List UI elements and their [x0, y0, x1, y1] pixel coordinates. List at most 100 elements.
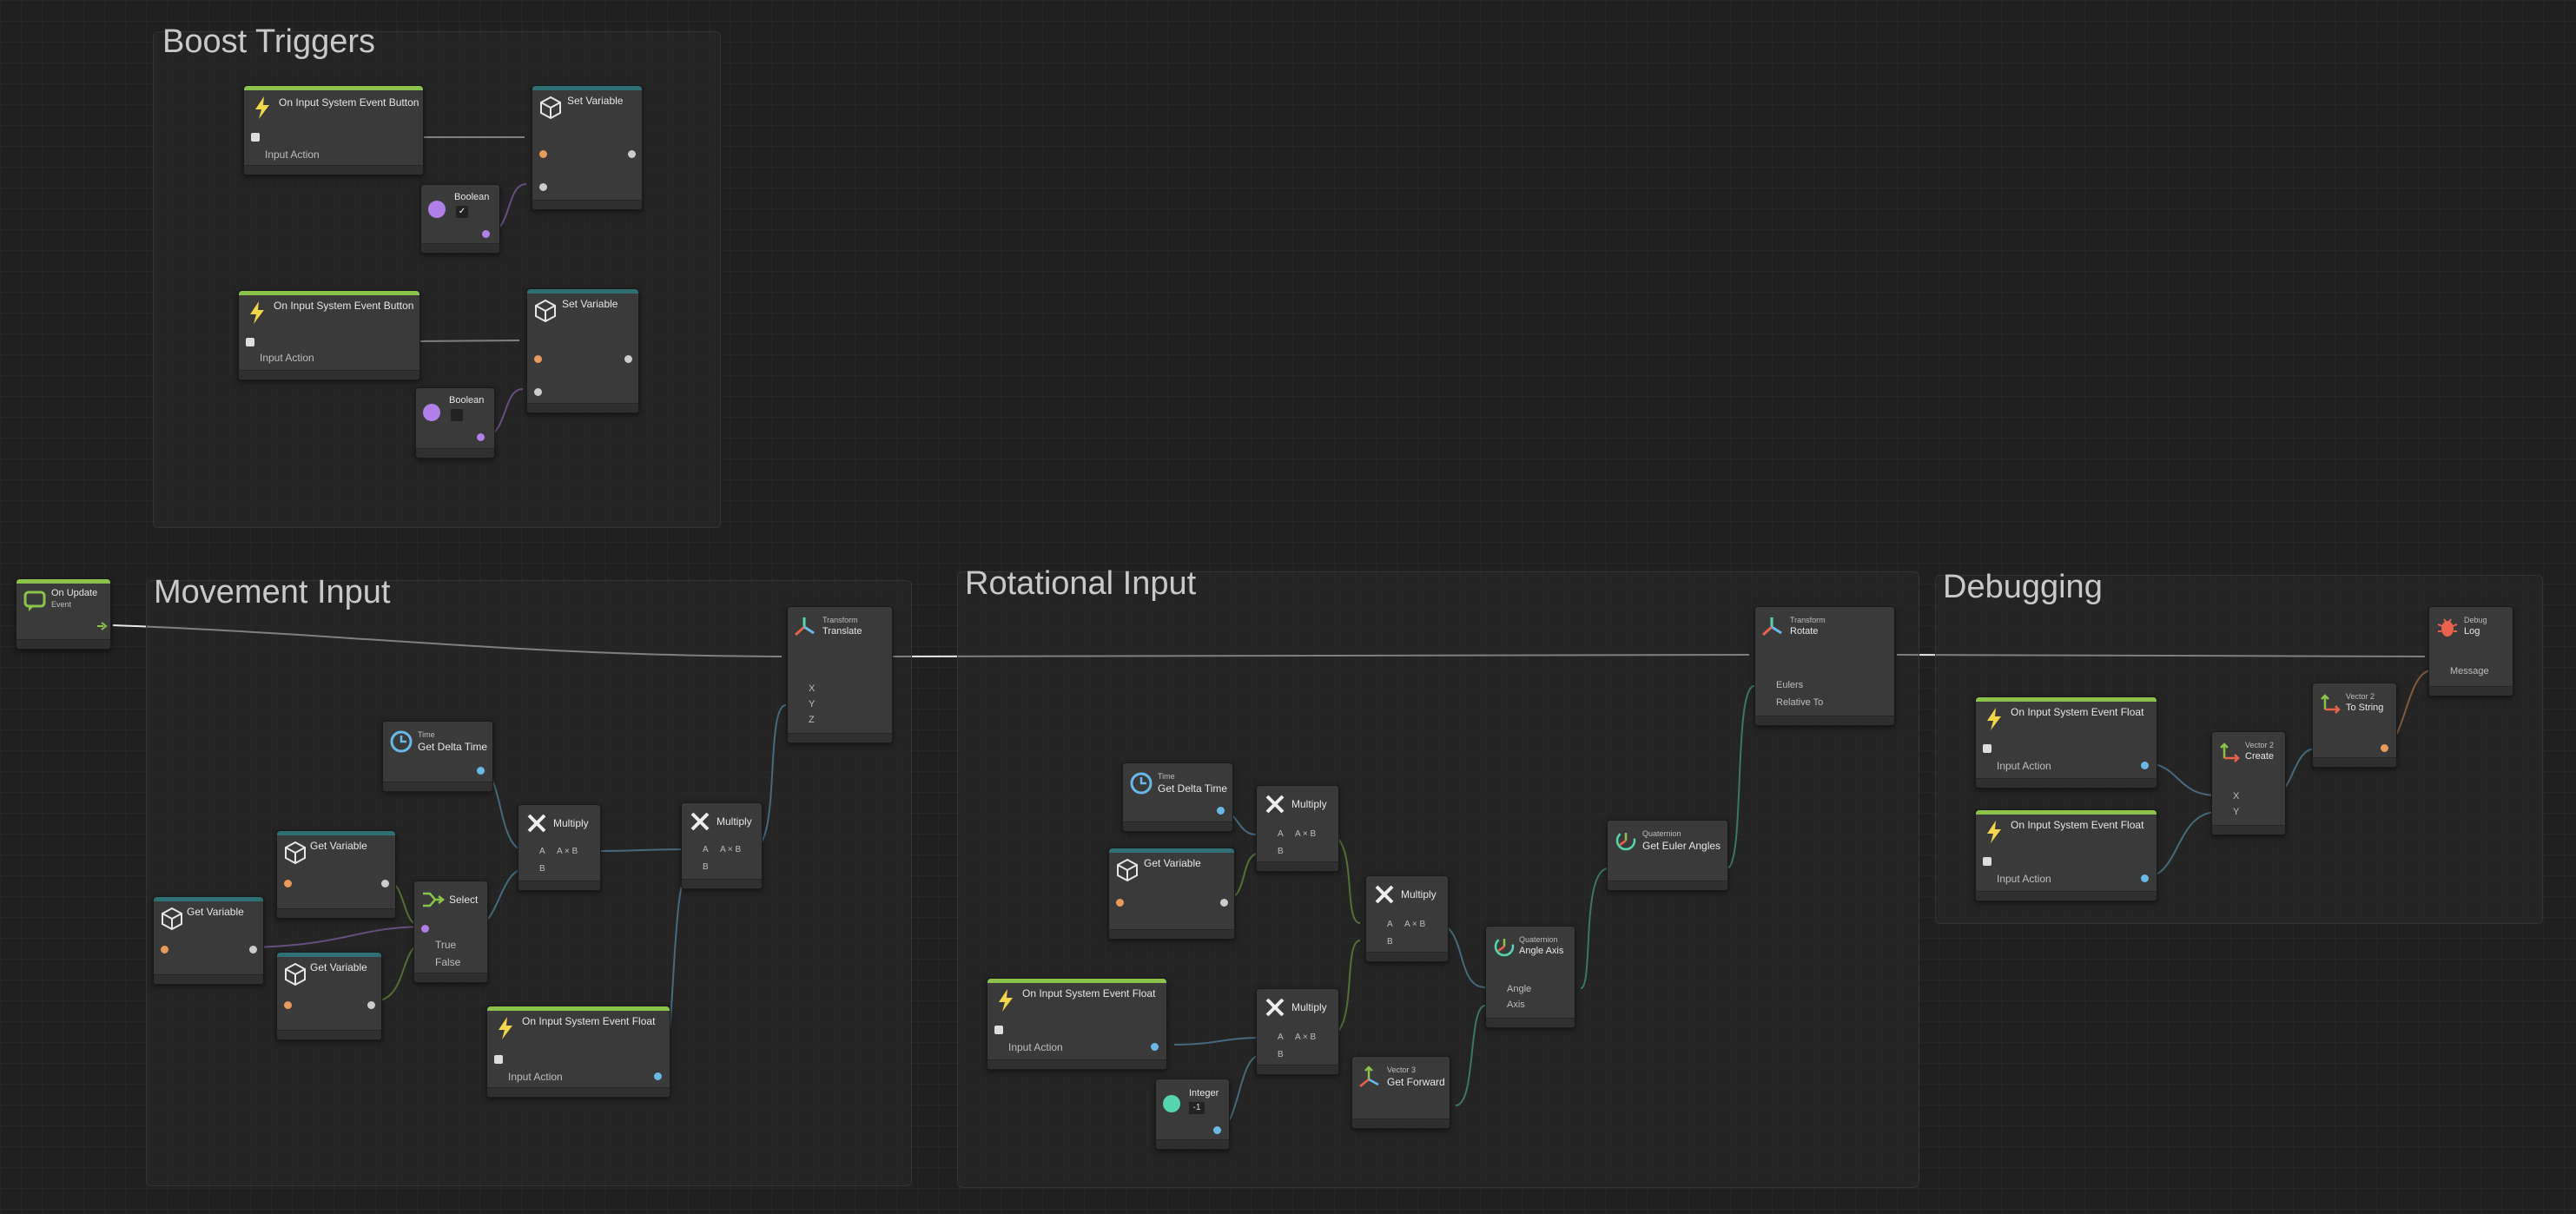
value-out-port[interactable] [249, 946, 257, 953]
info-icon [994, 1026, 1003, 1034]
info-icon [494, 1055, 503, 1064]
multiply-icon [1265, 998, 1285, 1017]
lightning-icon [1987, 708, 2001, 730]
integer-literal-node[interactable]: Integer -1 [1155, 1079, 1230, 1150]
string-out-port[interactable] [2381, 744, 2388, 752]
node-subtitle: Quaternion [1642, 829, 1681, 838]
get-delta-time-node[interactable]: Time Get Delta Time [1122, 762, 1233, 832]
port-label: Message [2450, 666, 2489, 676]
group-title: Rotational Input [965, 565, 1197, 602]
multiply-node[interactable]: Multiply A A × B B [518, 804, 601, 891]
input-event-button-node[interactable]: On Input System Event Button Input Actio… [238, 290, 420, 380]
value-out-port[interactable] [367, 1001, 375, 1009]
multiply-node[interactable]: Multiply A A × B B [1256, 988, 1339, 1075]
vector2-to-string-node[interactable]: Vector 2 To String [2312, 683, 2397, 768]
multiply-node[interactable]: Multiply A A × B B [1256, 785, 1339, 872]
bool-out-port[interactable] [482, 230, 490, 238]
group-title: Debugging [1943, 569, 2103, 605]
node-title: On Input System Event Float [522, 1015, 656, 1027]
quaternion-angle-axis-node[interactable]: Quaternion Angle Axis Angle Axis [1485, 926, 1575, 1028]
float-out-port[interactable] [2141, 762, 2149, 769]
vector3-get-forward-node[interactable]: Vector 3 Get Forward [1351, 1056, 1450, 1129]
multiply-node[interactable]: Multiply A A × B B [681, 802, 763, 889]
float-out-port[interactable] [654, 1072, 662, 1080]
value-out-port[interactable] [624, 355, 632, 363]
value-out-port[interactable] [628, 150, 636, 158]
boolean-toggle[interactable]: ✓ [456, 206, 468, 218]
node-subtitle: Event [51, 600, 72, 609]
input-event-float-node[interactable]: On Input System Event Float Input Action [1975, 696, 2157, 788]
float-out-port[interactable] [1217, 807, 1225, 815]
bool-port[interactable] [421, 925, 429, 933]
value-port[interactable] [534, 388, 542, 396]
select-node[interactable]: Select True False [413, 881, 488, 983]
bool-out-port[interactable] [477, 433, 485, 441]
input-event-float-node[interactable]: On Input System Event Float Input Action [987, 978, 1167, 1070]
set-variable-node[interactable]: Set Variable [526, 288, 639, 413]
object-port[interactable] [539, 150, 547, 158]
input-event-button-node[interactable]: On Input System Event Button Input Actio… [243, 85, 424, 175]
transform-axes-icon [1761, 617, 1782, 637]
float-out-port[interactable] [1151, 1043, 1159, 1051]
boolean-toggle[interactable] [451, 409, 463, 421]
info-icon [246, 338, 254, 346]
node-title: On Input System Event Button [279, 96, 419, 109]
node-title: Set Variable [567, 95, 624, 107]
get-variable-node[interactable]: Get Variable [276, 952, 382, 1040]
object-port[interactable] [284, 880, 292, 887]
node-title: On Input System Event Float [2011, 819, 2144, 831]
int-out-port[interactable] [1213, 1126, 1221, 1134]
bug-icon [2437, 618, 2458, 637]
cube-icon [535, 299, 556, 323]
multiply-icon [690, 812, 710, 831]
node-title: On Input System Event Float [1022, 987, 1156, 1000]
node-title: Create [2245, 751, 2275, 762]
quaternion-get-euler-node[interactable]: Quaternion Get Euler Angles [1607, 820, 1728, 891]
node-title: Integer [1189, 1088, 1219, 1099]
get-delta-time-node[interactable]: Time Get Delta Time [382, 721, 493, 792]
port-label: B [1278, 1050, 1284, 1059]
transform-translate-node[interactable]: Transform Translate X Y Z [787, 606, 893, 743]
integer-value-field[interactable]: -1 [1189, 1102, 1205, 1114]
port-label: True [435, 939, 457, 951]
on-update-node[interactable]: On Update Event [16, 578, 111, 650]
rotation-icon [1494, 936, 1515, 957]
value-out-port[interactable] [1220, 899, 1228, 907]
flow-out-port[interactable] [96, 621, 109, 631]
boolean-literal-node[interactable]: Boolean [415, 387, 495, 459]
clock-icon [1130, 772, 1153, 795]
input-event-float-node[interactable]: On Input System Event Float Input Action [1975, 809, 2157, 901]
input-event-float-node[interactable]: On Input System Event Float Input Action [486, 1006, 670, 1098]
get-variable-node[interactable]: Get Variable [1108, 848, 1235, 940]
value-port[interactable] [539, 183, 547, 191]
vector2-create-node[interactable]: Vector 2 Create X Y [2211, 731, 2286, 835]
cube-icon [540, 96, 561, 120]
port-label: A [1387, 920, 1393, 929]
object-port[interactable] [1116, 899, 1124, 907]
port-label: Eulers [1776, 680, 1804, 690]
boolean-literal-node[interactable]: Boolean ✓ [420, 184, 500, 254]
transform-rotate-node[interactable]: Transform Rotate Eulers Relative To [1754, 606, 1895, 726]
object-port[interactable] [534, 355, 542, 363]
node-subtitle: Vector 3 [1387, 1066, 1417, 1074]
node-title: Get Variable [1144, 857, 1201, 869]
debug-log-node[interactable]: Debug Log Message [2428, 606, 2513, 696]
set-variable-node[interactable]: Set Variable [532, 85, 643, 210]
node-title: Multiply [717, 815, 752, 828]
value-out-port[interactable] [381, 880, 389, 887]
lightning-icon [1987, 821, 2001, 843]
float-out-port[interactable] [2141, 874, 2149, 882]
port-label: Input Action [265, 148, 320, 161]
float-out-port[interactable] [477, 767, 485, 775]
node-title: On Update [51, 588, 98, 598]
object-port[interactable] [284, 1001, 292, 1009]
port-label: Input Action [1008, 1041, 1063, 1053]
node-title: Log [2464, 626, 2480, 637]
get-variable-node[interactable]: Get Variable [153, 896, 264, 985]
multiply-node[interactable]: Multiply A A × B B [1365, 875, 1449, 962]
node-subtitle: Quaternion [1519, 935, 1558, 944]
get-variable-node[interactable]: Get Variable [276, 830, 396, 919]
port-label: B [703, 862, 709, 872]
node-subtitle: Debug [2464, 616, 2487, 624]
object-port[interactable] [161, 946, 168, 953]
